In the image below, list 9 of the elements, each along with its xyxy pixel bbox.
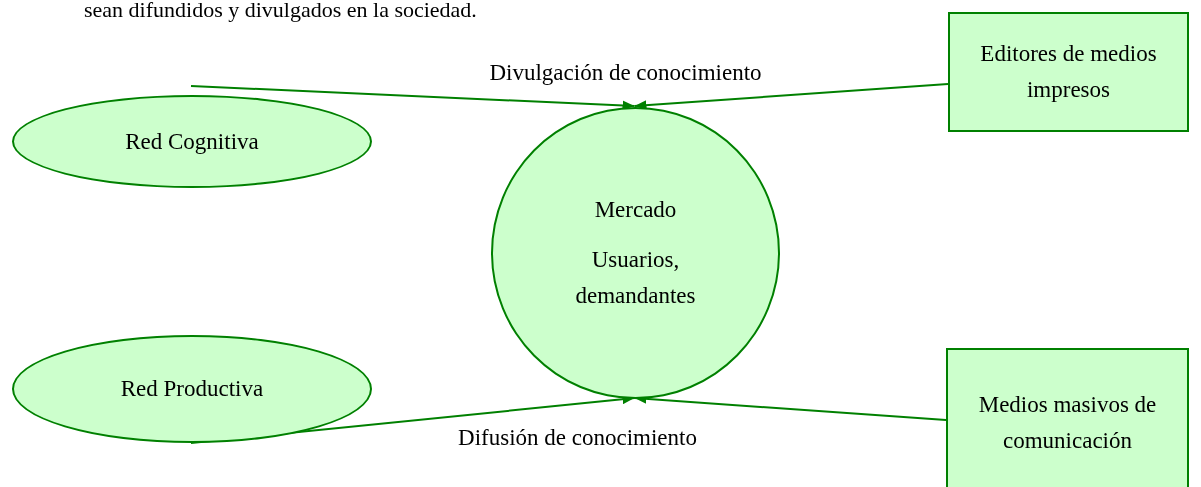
process-box bbox=[946, 348, 1189, 487]
process-box bbox=[948, 12, 1189, 132]
node-label: Medios masivos de comunicación bbox=[977, 391, 1158, 455]
node-label: Mercado bbox=[593, 196, 678, 224]
node-label: Usuarios, demandantes bbox=[574, 246, 697, 310]
node-label: Editores de medios impresos bbox=[979, 40, 1158, 104]
node-label: Red Productiva bbox=[119, 375, 265, 403]
body-text: sean difundidos y divulgados en la sociedad. bbox=[84, 0, 477, 22]
node-label: Red Cognitiva bbox=[124, 127, 260, 156]
